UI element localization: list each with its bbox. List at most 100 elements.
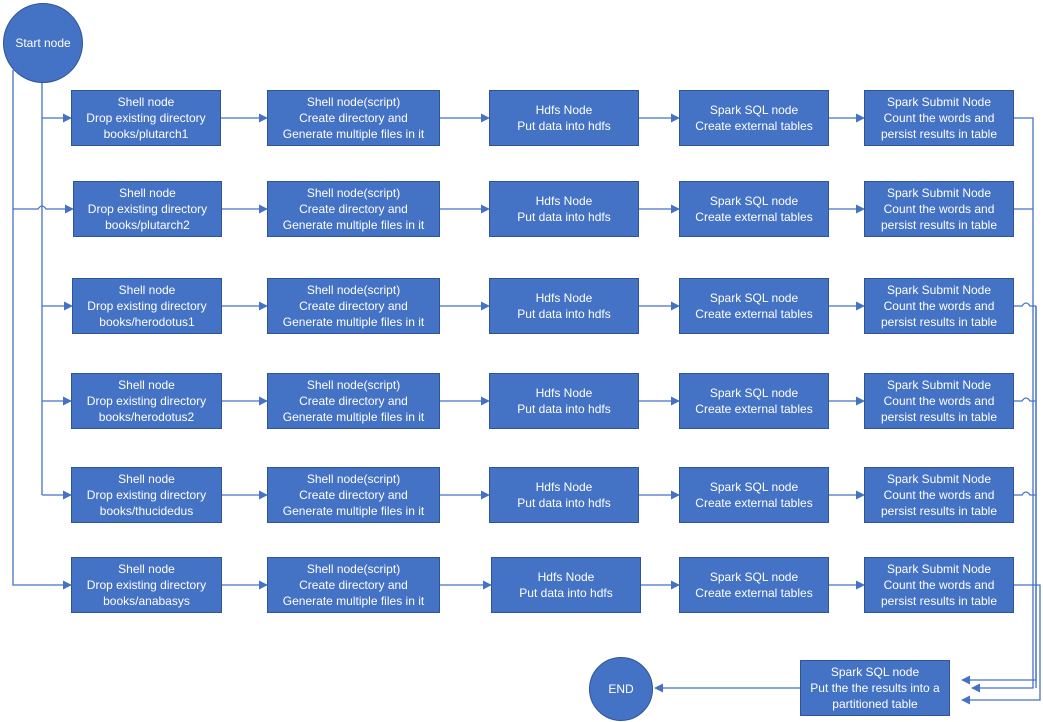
node-label-line: Shell node(script) — [306, 472, 401, 486]
node-label-line: Spark SQL node — [709, 480, 799, 494]
node-label-line: persist results in table — [880, 504, 998, 518]
node-label-line: Spark Submit Node — [886, 562, 992, 576]
node-label-line: Put the the results into a — [810, 681, 940, 695]
node-label-line: Hdfs Node — [535, 194, 593, 208]
node-label-line: Create directory and — [299, 111, 408, 125]
start-node-label: Start node — [15, 36, 71, 50]
node-label-line: Spark SQL node — [709, 386, 799, 400]
edge-start-to-shell-row-6 — [12, 70, 72, 590]
node-label-line: Count the words and — [883, 394, 995, 408]
node-label-line: Spark SQL node — [709, 570, 799, 584]
node-label-line: Create external tables — [695, 402, 813, 416]
node-label-line: Generate multiple files in it — [282, 594, 425, 608]
node-label-line: Spark Submit Node — [886, 283, 992, 297]
node-label-line: Create directory and — [299, 202, 408, 216]
node-label-line: Spark SQL node — [709, 194, 799, 208]
node-label-line: Count the words and — [883, 299, 995, 313]
node-label-line: Generate multiple files in it — [282, 127, 425, 141]
node-label-line: Shell node — [118, 562, 175, 576]
edge-start-to-shell-row-2 — [13, 204, 74, 214]
start-node[interactable]: Start node — [3, 3, 83, 83]
edge-submit-row-6-to-final — [961, 584, 1041, 705]
node-label-line: persist results in table — [880, 127, 998, 141]
node-label-line: Shell node(script) — [306, 95, 401, 109]
node-label-line: Create directory and — [299, 488, 408, 502]
edge-submit-row-5-to-trunk — [1014, 491, 1036, 496]
node-label-line: Put data into hdfs — [517, 496, 611, 510]
node-label-line: Hdfs Node — [535, 103, 593, 117]
node-label-line: persist results in table — [880, 410, 998, 424]
node-label-line: Create external tables — [695, 586, 813, 600]
node-label-line: persist results in table — [880, 594, 998, 608]
node-label-line: Create external tables — [695, 119, 813, 133]
node-label-line: Drop existing directory — [87, 202, 208, 216]
node-label-line: Shell node — [118, 283, 176, 297]
node-label-line: partitioned table — [832, 697, 918, 711]
edge-submit-row-3-to-trunk — [1014, 302, 1036, 307]
node-label-line: Drop existing directory — [86, 578, 207, 592]
node-label-line: Put data into hdfs — [519, 586, 613, 600]
node-label-line: Put data into hdfs — [517, 119, 611, 133]
node-label-line: Shell node — [118, 378, 175, 392]
node-label-line: Spark SQL node — [830, 665, 920, 679]
node-label-line: Drop existing directory — [86, 488, 207, 502]
edge-submit-row-4-to-trunk — [1014, 397, 1036, 402]
node-label-line: Create external tables — [695, 496, 813, 510]
node-label-line: Generate multiple files in it — [282, 504, 425, 518]
node-label-line: Drop existing directory — [86, 394, 207, 408]
end-node[interactable]: END — [589, 657, 653, 721]
node-label-line: Hdfs Node — [535, 291, 593, 305]
node-label-line: Hdfs Node — [535, 480, 593, 494]
node-label-line: Count the words and — [883, 202, 995, 216]
node-label-line: Count the words and — [883, 488, 995, 502]
node-label-line: books/thucidedus — [99, 504, 194, 518]
node-label-line: Spark Submit Node — [886, 378, 992, 392]
node-label-line: Shell node(script) — [306, 186, 401, 200]
node-label-line: Count the words and — [883, 111, 995, 125]
node-label-line: Put data into hdfs — [517, 402, 611, 416]
node-label-line: books/herodotus1 — [99, 315, 195, 329]
node-label-line: Create external tables — [695, 210, 813, 224]
node-label-line: Generate multiple files in it — [282, 315, 425, 329]
node-label-line: Spark Submit Node — [886, 95, 992, 109]
node-label-line: Generate multiple files in it — [282, 218, 425, 232]
node-label-line: Shell node — [117, 95, 175, 109]
node-label-line: Put data into hdfs — [517, 307, 611, 321]
node-label-line: books/plutarch1 — [103, 127, 189, 141]
node-label-line: books/anabasys — [103, 594, 190, 608]
node-label-line: Spark SQL node — [709, 291, 799, 305]
node-label-line: Spark Submit Node — [886, 472, 992, 486]
